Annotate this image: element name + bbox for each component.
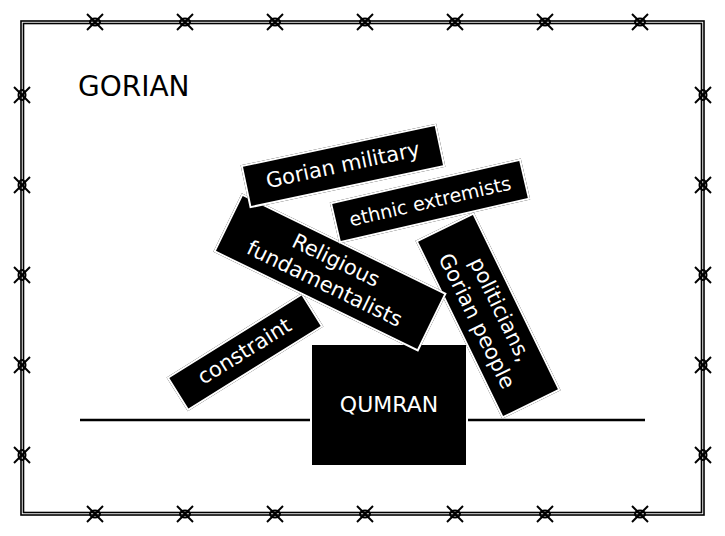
- block-label: QUMRAN: [340, 392, 438, 418]
- pressure-block: constraint: [167, 293, 324, 412]
- block-label: constraint: [193, 313, 296, 390]
- diagram-title: GORIAN: [78, 70, 190, 103]
- central-block: QUMRAN: [310, 343, 468, 467]
